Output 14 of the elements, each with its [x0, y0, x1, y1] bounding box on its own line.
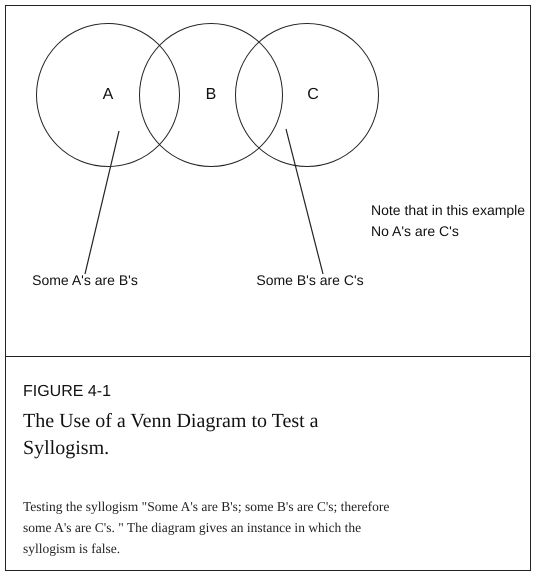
- callout-text: Some A's are B's: [18, 272, 152, 288]
- venn-circle: [139, 23, 283, 167]
- set-label: A: [102, 86, 114, 104]
- set-label: B: [206, 86, 216, 104]
- figure-caption: Testing the syllogism "Some A's are B's; some B's are C's; therefore some A's are C's. " The diagram gives an instance in which the syllogism is false.: [23, 498, 390, 558]
- leader-line: [285, 128, 324, 274]
- figure-title: The Use of a Venn Diagram to Test a Syllogism.: [23, 409, 320, 461]
- figure-number: FIGURE 4-1: [23, 383, 112, 401]
- venn-circle: [235, 23, 379, 167]
- set-label: C: [307, 86, 319, 104]
- venn-circle: [36, 23, 180, 167]
- callout-text: Some B's are C's: [243, 272, 377, 288]
- leader-line: [84, 130, 120, 274]
- note-text: Note that in this example No A's are C's: [371, 201, 526, 241]
